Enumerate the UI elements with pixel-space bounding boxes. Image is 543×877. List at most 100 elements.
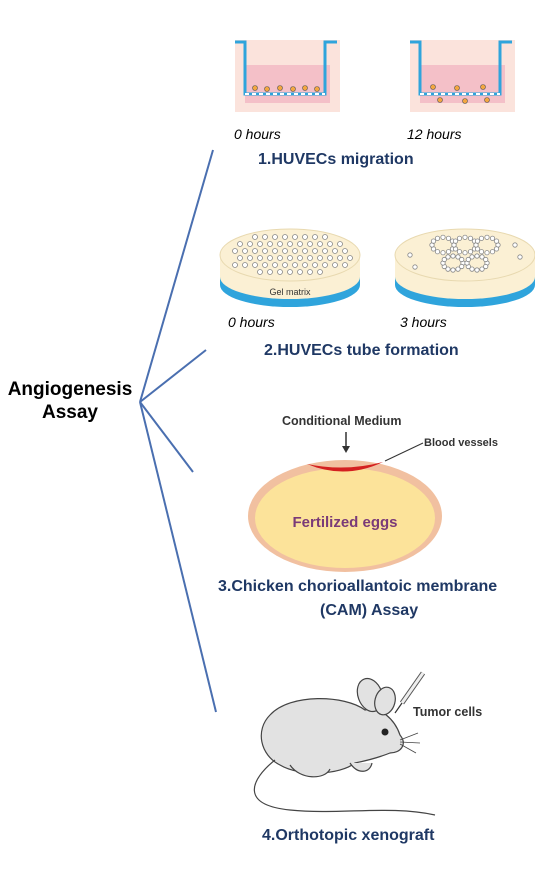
tube-cell-dot [450,253,456,259]
cell-dot [322,262,328,268]
tube-cell-dot [445,266,451,272]
cell-dot [302,234,308,240]
cell-dot [347,255,353,261]
tube-cell-dot [455,266,461,272]
tube-cell-dot [478,235,485,241]
tube-illustration: Gel matrix [219,228,535,307]
cell-dot [337,241,343,247]
cell-dot [302,262,308,268]
cell-dot [287,241,293,247]
gel-dish-3h [394,228,535,307]
mouse-eye [381,728,389,736]
cell-dot [262,262,268,268]
conditional-medium-label: Conditional Medium [282,414,402,428]
branch-line-cam [139,401,194,473]
cell-dot [272,262,278,268]
tube-cell-dot [445,249,452,255]
cell-dot [317,241,323,247]
cell-dot [257,255,263,261]
cell-dot [287,269,293,275]
branch-line-xenograft [139,401,217,713]
tube-cell-dot [517,254,523,260]
cell-dot [312,262,318,268]
cell-dot [312,234,318,240]
tube-cell-dot [430,238,437,244]
cell-dot [267,269,273,275]
cell-dot [242,262,248,268]
cell-dot [262,248,268,254]
cell-dot [332,248,338,254]
cell-dot [292,248,298,254]
tube-cell-dot [474,238,481,244]
cell-dot [292,262,298,268]
tube-cell-dot [478,249,485,255]
cell-dot [282,234,288,240]
tube-cell-dot [469,266,475,272]
cell-dot [317,255,323,261]
tube-cell-dot [474,253,480,259]
tube-cell-dot [483,256,489,263]
cam-title-line1: 3.Chicken chorioallantoic membrane [218,578,498,595]
xenograft-title: 4.Orthotopic xenograft [262,827,435,844]
tube-cell-dot [441,256,447,263]
cell-dot [307,269,313,275]
cell-dot [307,255,313,261]
tube-cell-dot [459,263,465,270]
tumor-cells-label: Tumor cells [413,705,483,719]
tube-cell-dot [450,267,456,273]
cell-dot [267,255,273,261]
tube-cell-dot [434,249,441,255]
cell-dot [262,234,268,240]
cell-dot [267,241,273,247]
cell-dot [282,262,288,268]
cell-dot [342,262,348,268]
cell-dot [242,248,248,254]
cell-dot [297,255,303,261]
tube-cell-dot [434,235,441,241]
cell-dot [327,241,333,247]
cell-dot [312,248,318,254]
cell-dot [322,248,328,254]
tube-cell-dot [474,267,480,273]
cell-dot [297,269,303,275]
blood-vessels-label: Blood vessels [424,437,498,449]
tube-cell-dot [456,249,463,255]
cell-dot [282,248,288,254]
tube-cell-dot [484,234,490,240]
cam-illustration: Fertilized eggs [248,432,442,572]
cell-dot [307,241,313,247]
cell-dot [327,255,333,261]
tube-cell-dot [412,264,418,270]
cell-dot [272,234,278,240]
cell-dot [302,248,308,254]
cell-dot [277,241,283,247]
cell-dot [287,255,293,261]
cell-dot [277,255,283,261]
blood-vessels [307,462,383,472]
cam-title-line2: (CAM) Assay [320,602,419,619]
root-label-line1: Angiogenesis [7,379,133,400]
tube-cell-dot [452,238,459,244]
cell-dot [237,255,243,261]
tube-cell-dot [489,249,496,255]
egg-interior [255,468,435,568]
tube-time-left: 0 hours [228,314,275,330]
migration-illustration [235,40,515,112]
cell-dot [257,269,263,275]
tube-cell-dot [493,238,500,244]
cell-dot [292,234,298,240]
cell-dot [322,234,328,240]
arrow-down-icon [342,446,350,453]
cell-dot [317,269,323,275]
cell-dot [252,262,258,268]
mouse-illustration [253,671,436,816]
gel-matrix-label: Gel matrix [269,287,311,297]
cell-dot [277,269,283,275]
tube-cell-dot [440,250,446,256]
gel-dish-0h: Gel matrix [219,228,361,307]
cell-dot [252,234,258,240]
cell-dot [337,255,343,261]
branch-line-migration [139,149,214,403]
mouse-whiskers [399,732,421,754]
